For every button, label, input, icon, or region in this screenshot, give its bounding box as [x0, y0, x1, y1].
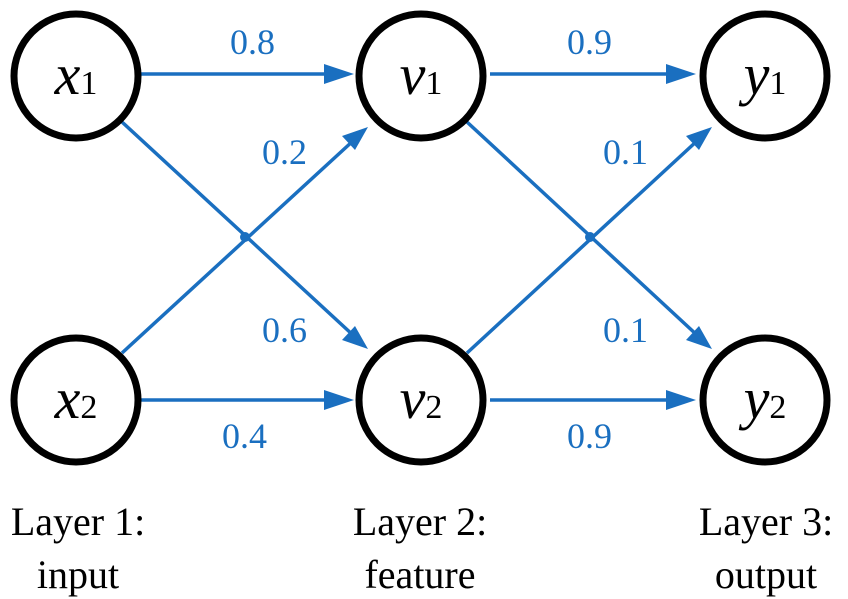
layer-2-subtitle: feature — [364, 552, 475, 597]
weight-v1-y1: 0.9 — [567, 22, 612, 62]
weight-x1-v2: 0.6 — [262, 310, 307, 350]
weight-v1-y2: 0.1 — [603, 310, 648, 350]
arrowhead-x2-v2 — [324, 390, 354, 410]
layer-1-subtitle: input — [37, 552, 119, 597]
edge-weights: 0.8 0.2 0.6 0.4 0.9 0.1 0.1 0.9 — [222, 22, 648, 456]
arrowhead-v2-y2 — [666, 390, 696, 410]
edge-x2-v1 — [120, 138, 356, 355]
arrowhead-v1-y1 — [666, 64, 696, 84]
node-x2: x2 — [10, 334, 142, 466]
arrowhead-v2-y1 — [686, 127, 712, 150]
weight-x2-v2: 0.4 — [222, 416, 267, 456]
edges — [120, 64, 712, 410]
node-label: v1 — [400, 42, 443, 107]
node-label: x1 — [54, 42, 98, 107]
crossing-dot-1 — [240, 232, 250, 242]
arrowhead-x2-v1 — [342, 127, 368, 150]
node-circle — [699, 10, 831, 142]
node-circle — [355, 10, 487, 142]
node-label: v2 — [400, 366, 443, 431]
node-label: x2 — [54, 366, 98, 431]
layer-3-subtitle: output — [715, 552, 817, 597]
edge-v1-y2 — [465, 120, 700, 338]
arrowhead-x1-v1 — [324, 64, 354, 84]
layer-3-title: Layer 3: — [699, 499, 833, 544]
layer-2-title: Layer 2: — [353, 499, 487, 544]
node-circle — [10, 10, 142, 142]
crossing-dot-2 — [585, 232, 595, 242]
layer-1-title: Layer 1: — [11, 499, 145, 544]
node-circle — [10, 334, 142, 466]
nodes: x1 x2 v1 v2 y1 — [10, 10, 831, 466]
node-circle — [699, 334, 831, 466]
node-label: y2 — [739, 366, 787, 431]
weight-v2-y1: 0.1 — [603, 132, 648, 172]
node-v1: v1 — [355, 10, 487, 142]
weight-x2-v1: 0.2 — [262, 132, 307, 172]
weight-x1-v1: 0.8 — [230, 22, 275, 62]
node-x1: x1 — [10, 10, 142, 142]
arrowhead-x1-v2 — [342, 326, 368, 349]
node-y2: y2 — [699, 334, 831, 466]
arrowhead-v1-y2 — [686, 326, 712, 349]
weight-v2-y2: 0.9 — [567, 416, 612, 456]
node-label: y1 — [739, 42, 787, 107]
edge-x1-v2 — [120, 120, 356, 338]
node-circle — [355, 334, 487, 466]
node-v2: v2 — [355, 334, 487, 466]
layer-captions: Layer 1: input Layer 2: feature Layer 3:… — [11, 499, 833, 597]
edge-v2-y1 — [465, 138, 700, 355]
node-y1: y1 — [699, 10, 831, 142]
